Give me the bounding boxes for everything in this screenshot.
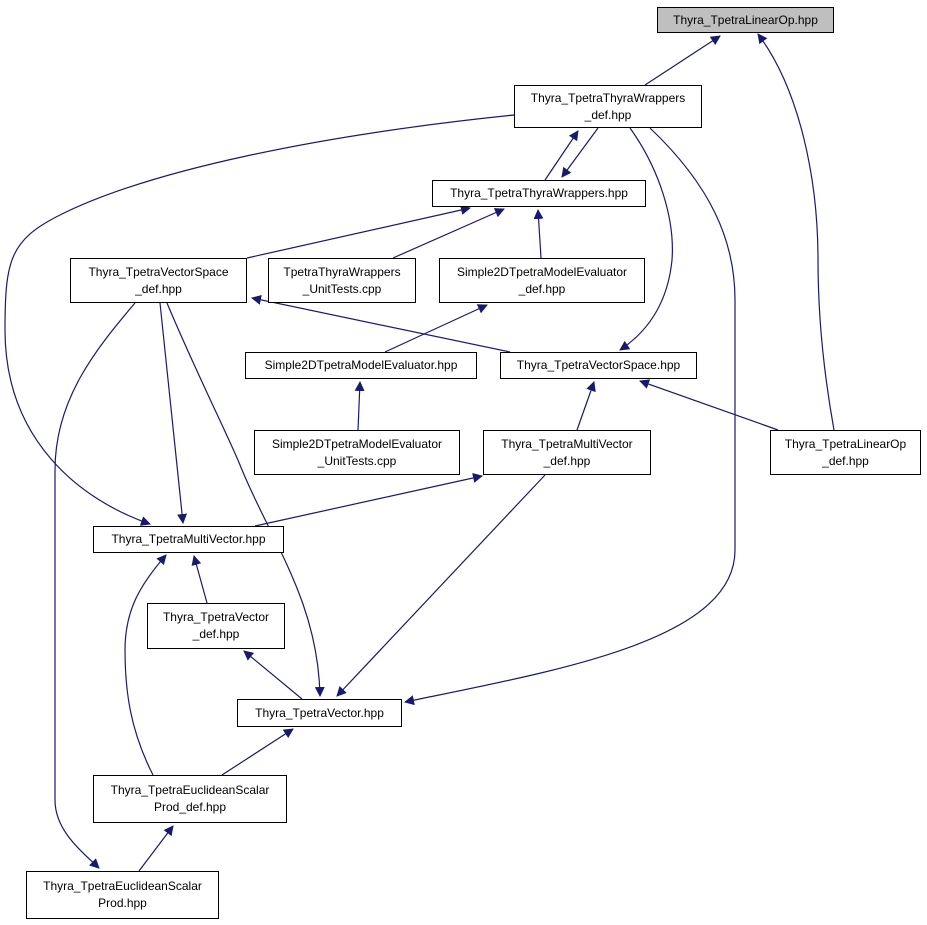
node-vectorspace-hpp[interactable]: Thyra_TpetraVectorSpace.hpp bbox=[500, 352, 697, 379]
node-simple2d-hpp[interactable]: Simple2DTpetraModelEvaluator.hpp bbox=[245, 352, 477, 379]
edge-multivector-def-to-vector-hpp bbox=[336, 474, 546, 697]
edge-vectorspace-def-to-multivector-hpp bbox=[159, 302, 188, 524]
edge-wrappers-def-to-wrappers-hpp bbox=[561, 127, 599, 178]
edge-multivector-def-to-vectorspace-hpp bbox=[576, 381, 596, 431]
edge-wrappers-def-to-multivector-hpp bbox=[4, 114, 515, 526]
edge-linearop-def-to-vectorspace-hpp bbox=[639, 379, 779, 431]
node-linearop-def[interactable]: Thyra_TpetraLinearOp_def.hpp bbox=[770, 430, 921, 475]
edge-wrappers-def-to-vector-hpp bbox=[404, 127, 736, 706]
node-linearop-hpp: Thyra_TpetraLinearOp.hpp bbox=[657, 7, 834, 33]
edge-wrappers-def-to-vectorspace-hpp bbox=[619, 127, 673, 351]
edge-euclid-def-to-vector-hpp bbox=[221, 728, 294, 776]
node-wrappers-hpp[interactable]: Thyra_TpetraThyraWrappers.hpp bbox=[432, 180, 646, 207]
node-simple2d-unittests[interactable]: Simple2DTpetraModelEvaluator_UnitTests.c… bbox=[254, 430, 460, 475]
node-wrappers-unittests[interactable]: TpetraThyraWrappers_UnitTests.cpp bbox=[268, 258, 416, 303]
edge-simple2d-def-to-wrappers-hpp bbox=[533, 209, 544, 259]
edge-vector-hpp-to-vector-def bbox=[243, 650, 303, 700]
edge-euclid-hpp-to-euclid-def bbox=[138, 825, 174, 872]
edge-multivector-hpp-to-multivector-def bbox=[254, 473, 483, 527]
node-vector-hpp[interactable]: Thyra_TpetraVector.hpp bbox=[237, 699, 402, 727]
edge-wrappers-hpp-to-wrappers-def bbox=[544, 130, 579, 181]
edge-wrappers-def-to-linearop-hpp bbox=[644, 35, 721, 86]
edge-vector-def-to-multivector-hpp bbox=[191, 555, 208, 604]
node-vector-def[interactable]: Thyra_TpetraVector_def.hpp bbox=[147, 603, 285, 649]
edge-simple2d-unittests-to-simple2d-hpp bbox=[354, 381, 365, 431]
node-simple2d-def[interactable]: Simple2DTpetraModelEvaluator_def.hpp bbox=[439, 258, 645, 303]
edge-vectorspace-def-to-euclid-hpp bbox=[54, 302, 136, 869]
edge-simple2d-hpp-to-simple2d-def bbox=[384, 304, 488, 353]
edge-euclid-def-to-multivector-hpp bbox=[124, 554, 167, 776]
edge-vectorspace-def-to-vector-hpp bbox=[166, 302, 325, 697]
node-vectorspace-def[interactable]: Thyra_TpetraVectorSpace_def.hpp bbox=[70, 258, 247, 303]
node-multivector-hpp[interactable]: Thyra_TpetraMultiVector.hpp bbox=[93, 526, 284, 553]
edge-vectorspace-hpp-to-vectorspace-def bbox=[251, 294, 511, 353]
node-multivector-def[interactable]: Thyra_TpetraMultiVector_def.hpp bbox=[483, 430, 651, 475]
node-wrappers-def[interactable]: Thyra_TpetraThyraWrappers_def.hpp bbox=[514, 85, 702, 128]
edge-wrappers-unittests-to-wrappers-hpp bbox=[392, 208, 505, 259]
edge-vectorspace-def-to-wrappers-hpp bbox=[246, 205, 471, 259]
edge-linearop-def-to-linearop-hpp bbox=[757, 33, 835, 431]
